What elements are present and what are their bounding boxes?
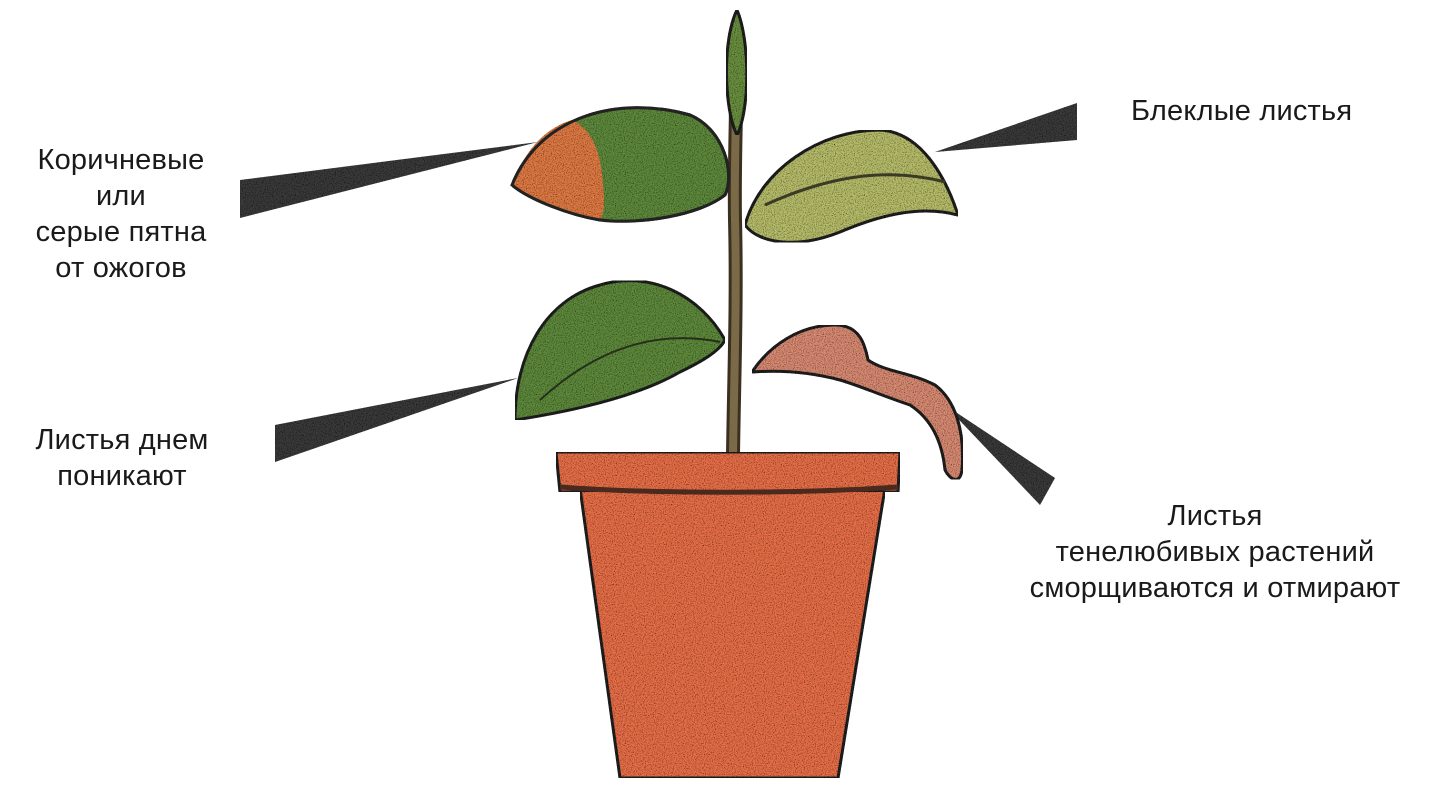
label-drooping-leaves: Листья днем поникают <box>12 422 232 494</box>
pale-leaf <box>745 130 958 242</box>
pointer-pale-leaves <box>935 103 1077 152</box>
label-shriveling-leaves: Листья тенелюбивых растений сморщиваются… <box>985 498 1445 606</box>
pot-body <box>580 488 885 778</box>
pot-rim <box>556 452 900 492</box>
pointer-drooping-leaves <box>275 378 518 462</box>
label-burn-spots: Коричневые или серые пятна от ожогов <box>10 142 232 286</box>
pointer-burn-spots <box>240 142 538 218</box>
top-bud <box>726 10 746 135</box>
burned-leaf <box>512 108 729 222</box>
label-pale-leaves: Блеклые листья <box>1131 93 1411 129</box>
drooping-leaf <box>515 281 725 420</box>
